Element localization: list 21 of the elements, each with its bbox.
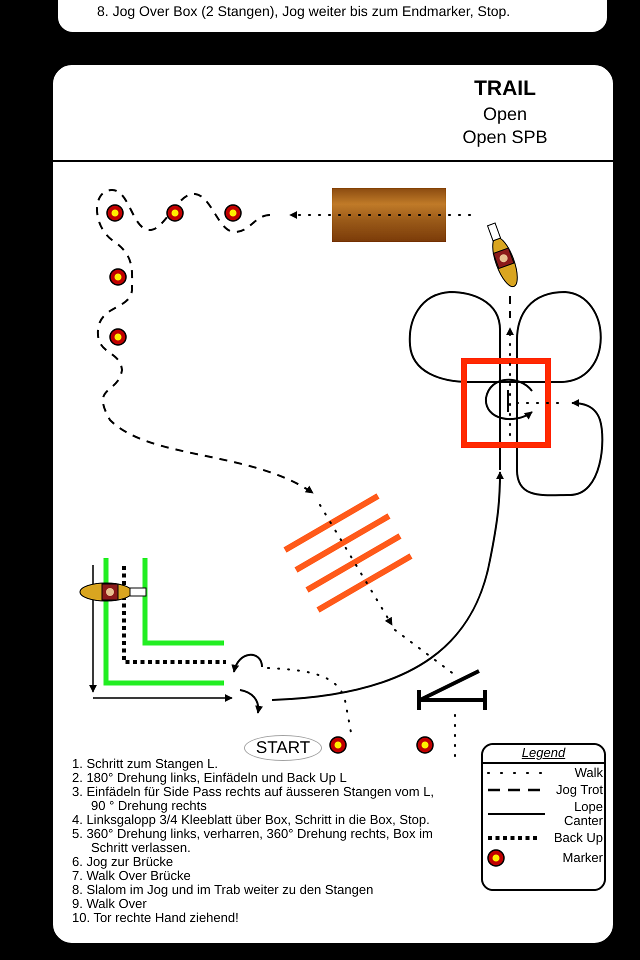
start-label: START (256, 738, 310, 758)
class-name: Open SPB (461, 126, 549, 148)
legend-text: Jog Trot (555, 783, 603, 797)
step-text: 2. 180° Drehung links, Einfädeln und Back Up L (72, 771, 348, 785)
step-text: 9. Walk Over (72, 897, 148, 911)
step-text: 7. Walk Over Brücke (72, 869, 192, 883)
legend-text: Lope Canter (562, 800, 603, 828)
step-text: 8. Jog Over Box (2 Stangen), Jog weiter bis zum Endmarker, Stop. (97, 3, 512, 19)
title: TRAIL (473, 76, 537, 102)
class-name: Open (482, 103, 528, 125)
step-text: 10. Tor rechte Hand ziehend! (72, 911, 240, 925)
legend-title: Legend (520, 745, 566, 761)
step-text: 3. Einfädeln für Side Pass rechts auf äusseren Stangen vom L, 90 ° Drehung rechts (72, 785, 436, 813)
legend-text: Back Up (552, 831, 603, 845)
step-text: 8. Slalom im Jog und im Trab weiter zu den Stangen (72, 883, 374, 897)
step-text: 6. Jog zur Brücke (72, 855, 174, 869)
legend-text: Walk (574, 766, 603, 780)
step-text: 5. 360° Drehung links, verharren, 360° Drehung rechts, Box im Schritt verlassen. (72, 827, 434, 855)
legend-text: Marker (562, 851, 603, 865)
step-text: 1. Schritt zum Stangen L. (72, 757, 219, 771)
step-text: 4. Linksgalopp 3/4 Kleeblatt über Box, Schritt in die Box, Stop. (72, 813, 431, 827)
